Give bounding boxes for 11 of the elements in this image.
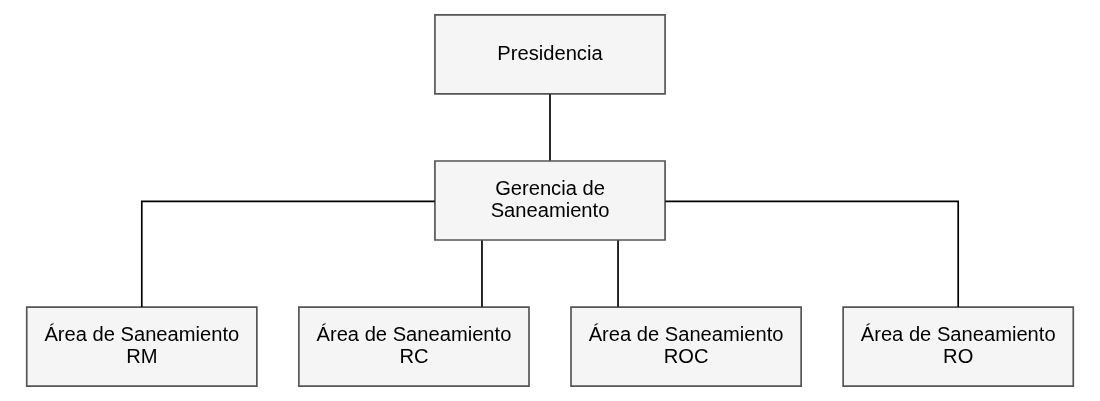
node-box: Área de Saneamiento RC: [298, 306, 530, 387]
connector: [549, 93, 551, 162]
connector: [664, 200, 960, 308]
node-box: Gerencia de Saneamiento: [434, 160, 666, 241]
node-box: Área de Saneamiento RO: [842, 306, 1075, 387]
connector: [617, 239, 619, 308]
node-box: Área de Saneamiento RM: [25, 306, 258, 387]
connector: [481, 239, 483, 308]
node-box: Presidencia: [434, 14, 666, 95]
connector: [140, 200, 436, 308]
node-box: Área de Saneamiento ROC: [570, 306, 802, 387]
